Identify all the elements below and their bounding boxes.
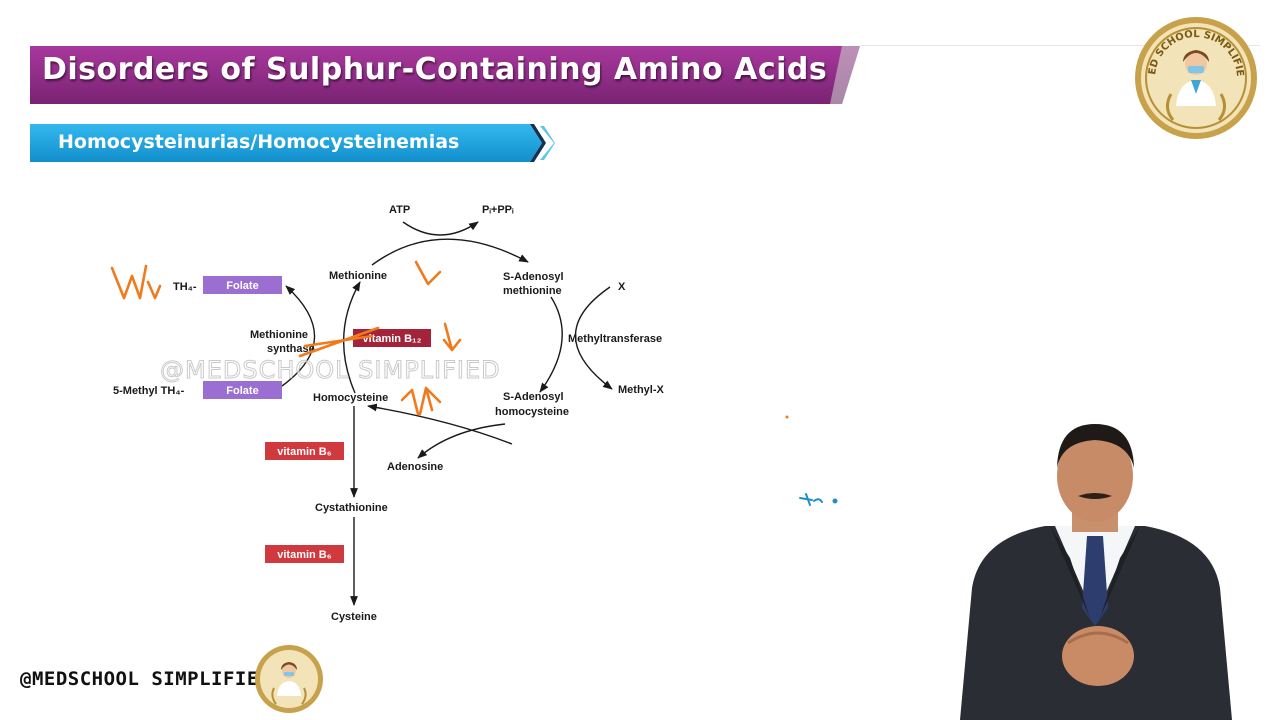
sah-to-homocysteine-arrow [367, 403, 513, 445]
vitamin-b12-box [353, 329, 431, 347]
subtitle-banner [30, 124, 555, 162]
homocysteine-to-methionine-arrow [342, 281, 361, 394]
folate-box-top-label: Folate [226, 280, 258, 292]
methyltransferase-arrow [574, 286, 613, 390]
folate-box-top [203, 276, 282, 294]
folate-cycle-arrow [281, 285, 316, 387]
orange-annotations [110, 260, 462, 416]
adenosine-arrow [417, 423, 506, 459]
blue-marks [799, 493, 838, 506]
up-arrow-annotation-homocysteine [400, 386, 442, 416]
methionine-to-sam-arrow [371, 238, 529, 266]
methionine-synthase-label-line1: Methionine [250, 329, 308, 341]
down-arrow-annotation-b12 [442, 322, 462, 352]
methyl-x-label: Methyl-X [618, 384, 665, 396]
th4-label: TH₄- [173, 281, 197, 293]
down-arrow-annotation-left [110, 264, 162, 300]
atp-label: ATP [389, 204, 410, 216]
cysteine-label: Cysteine [331, 611, 377, 623]
sam-label-line2: methionine [503, 285, 562, 297]
watermark-text: @MEDSCHOOL SIMPLIFIED [160, 356, 501, 385]
cystathionine-label: Cystathionine [315, 502, 388, 514]
x-label: X [618, 281, 626, 293]
sah-label-line2: homocysteine [495, 406, 569, 418]
pi-ppi-label: Pᵢ+PPᵢ [482, 204, 514, 216]
presenter-video [960, 424, 1232, 720]
page-title: Disorders of Sulphur-Containing Amino Ac… [42, 52, 828, 87]
vitamin-b6-box-2 [265, 545, 344, 563]
section-subtitle: Homocysteinurias/Homocysteinemias [58, 131, 460, 153]
homocysteine-label: Homocysteine [313, 392, 388, 404]
logo-badge-bottom [255, 645, 323, 713]
vitamin-b6-label-2: vitamin B₆ [277, 549, 332, 561]
methionine-synthase-label-line2: synthase [267, 343, 315, 355]
down-arrow-annotation-methionine [414, 260, 442, 286]
title-banner [30, 46, 860, 104]
vitamin-b6-box-1 [265, 442, 344, 460]
orange-dot [785, 415, 789, 419]
sam-label-line1: S-Adenosyl [503, 271, 564, 283]
sam-to-sah-arrow [539, 296, 563, 393]
logo-badge-top: MED SCHOOL SIMPLIFIED [1133, 14, 1257, 139]
folate-box-bottom-label: Folate [226, 385, 258, 397]
sah-label-line1: S-Adenosyl [503, 391, 564, 403]
channel-handle: @MEDSCHOOL SIMPLIFIED [20, 668, 271, 690]
methyl-th4-label: 5-Methyl TH₄- [113, 385, 185, 397]
divider [860, 45, 1260, 46]
atp-arrow [402, 221, 479, 236]
methyltransferase-label: Methyltransferase [568, 333, 662, 345]
methionine-label: Methionine [329, 270, 387, 282]
folate-box-bottom [203, 381, 282, 399]
vitamin-b12-label: vitamin B₁₂ [363, 333, 422, 345]
strikethrough-annotation [298, 326, 380, 358]
adenosine-label: Adenosine [387, 461, 443, 473]
vitamin-b6-label-1: vitamin B₆ [277, 446, 332, 458]
